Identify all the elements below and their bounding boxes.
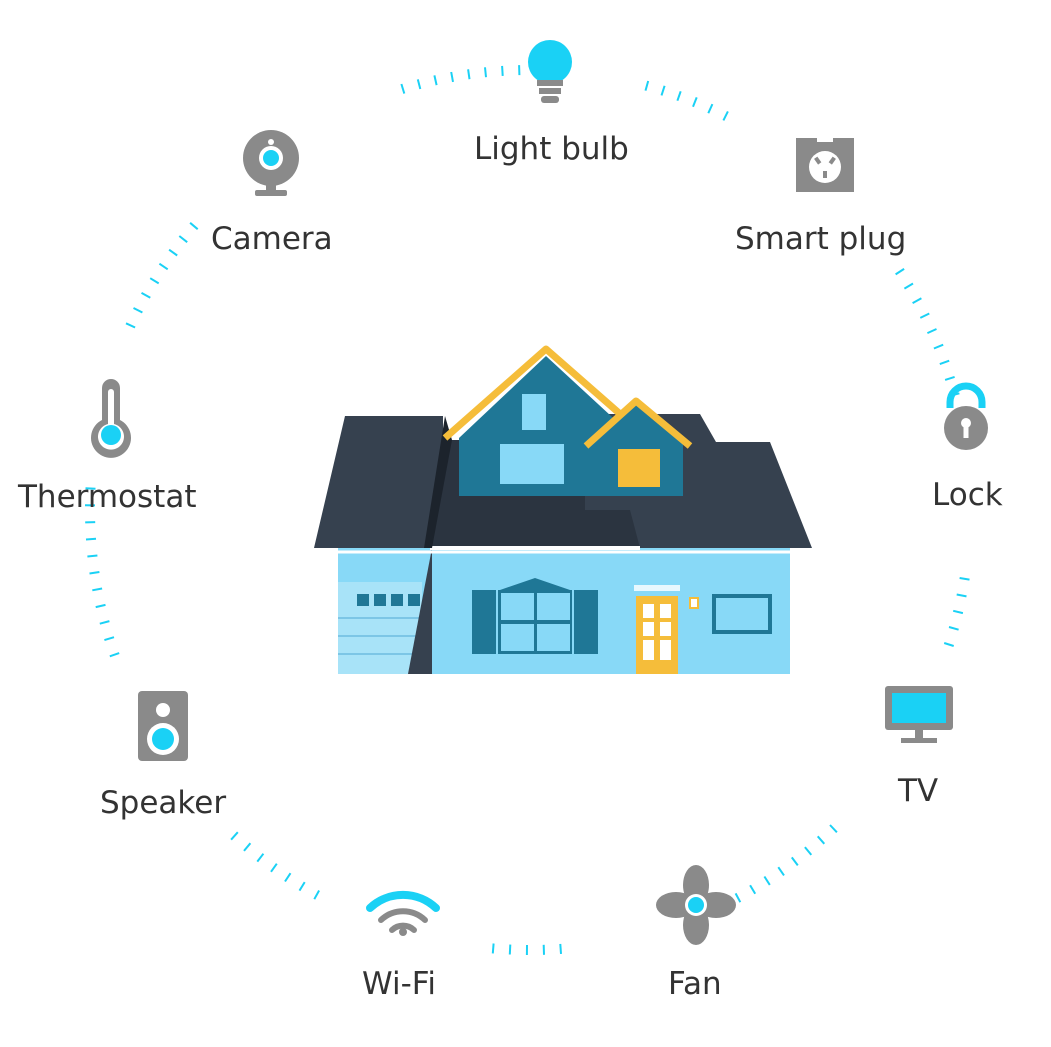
ring-tick — [560, 944, 561, 954]
ring-tick — [159, 264, 167, 270]
ring-tick — [913, 298, 922, 303]
ring-tick — [244, 843, 250, 851]
ring-tick — [271, 864, 277, 872]
ring-tick — [86, 539, 96, 540]
ring-tick — [300, 882, 305, 891]
speaker-icon — [138, 691, 188, 761]
ring-tick — [142, 293, 151, 298]
ring-tick — [150, 278, 159, 283]
ring-tick — [750, 885, 755, 894]
ring-tick — [418, 79, 421, 89]
ring-tick — [662, 86, 665, 96]
ring-tick — [493, 944, 494, 954]
ring-tick — [451, 72, 453, 82]
ring-tick — [485, 67, 486, 77]
fan-icon — [656, 865, 736, 945]
ring-tick — [945, 377, 955, 380]
ring-tick — [904, 284, 913, 289]
ring-tick — [949, 627, 959, 630]
ring-tick — [169, 250, 177, 256]
smart-plug-icon — [796, 138, 854, 192]
shutter-left — [472, 590, 496, 654]
ring-tick — [646, 81, 649, 91]
thermostat-icon — [91, 379, 131, 458]
ring-tick — [285, 873, 291, 881]
lock-label: Lock — [932, 480, 1003, 511]
ring-tick — [940, 361, 949, 364]
ring-tick — [693, 97, 697, 106]
thermostat-label: Thermostat — [18, 482, 196, 513]
camera-icon — [243, 130, 299, 196]
ring-tick — [957, 595, 967, 597]
light-bulb-icon — [528, 40, 572, 103]
ring-tick — [96, 605, 106, 607]
ring-tick — [896, 269, 905, 275]
ring-tick — [953, 611, 963, 613]
ring-tick — [87, 556, 97, 557]
tv-label: TV — [898, 776, 938, 807]
ring-tick — [104, 637, 114, 640]
lock-icon — [944, 386, 988, 450]
ring-tick — [708, 104, 712, 113]
ring-tick — [818, 836, 825, 844]
ring-tick — [736, 893, 741, 902]
ring-tick — [190, 223, 198, 229]
ring-tick — [927, 329, 936, 333]
smart-plug-label: Smart plug — [735, 224, 906, 255]
ring-tick — [960, 578, 970, 580]
ring-tick — [944, 643, 954, 646]
speaker-label: Speaker — [100, 788, 226, 819]
ring-tick — [778, 867, 784, 875]
ring-tick — [92, 589, 102, 591]
ring-tick — [179, 236, 187, 242]
ring-tick — [510, 945, 511, 955]
ring-tick — [434, 75, 436, 85]
ring-tick — [830, 825, 837, 832]
ring-tick — [934, 345, 943, 349]
house-illustration — [314, 349, 812, 674]
ring-tick — [677, 91, 680, 100]
light-bulb-label: Light bulb — [474, 134, 629, 165]
ring-tick — [90, 572, 100, 574]
ring-tick — [134, 308, 143, 313]
wifi-icon — [370, 895, 436, 936]
ring-tick — [764, 877, 769, 885]
ring-tick — [257, 854, 263, 862]
front-door — [636, 596, 678, 674]
tv-icon — [885, 686, 953, 743]
ring-tick — [110, 653, 119, 656]
ring-tick — [502, 66, 503, 76]
ring-tick — [805, 847, 811, 855]
camera-label: Camera — [211, 224, 333, 255]
ring-tick — [126, 323, 135, 327]
ring-tick — [314, 891, 319, 900]
ring-tick — [401, 84, 404, 94]
ring-tick — [100, 621, 110, 624]
shutter-right — [574, 590, 598, 654]
ring-tick — [792, 857, 798, 865]
ring-tick — [231, 832, 238, 840]
ring-tick — [723, 111, 728, 120]
fan-label: Fan — [668, 969, 722, 1000]
ring-tick — [468, 69, 469, 79]
ring-tick — [920, 314, 929, 318]
wifi-label: Wi-Fi — [362, 969, 436, 1000]
